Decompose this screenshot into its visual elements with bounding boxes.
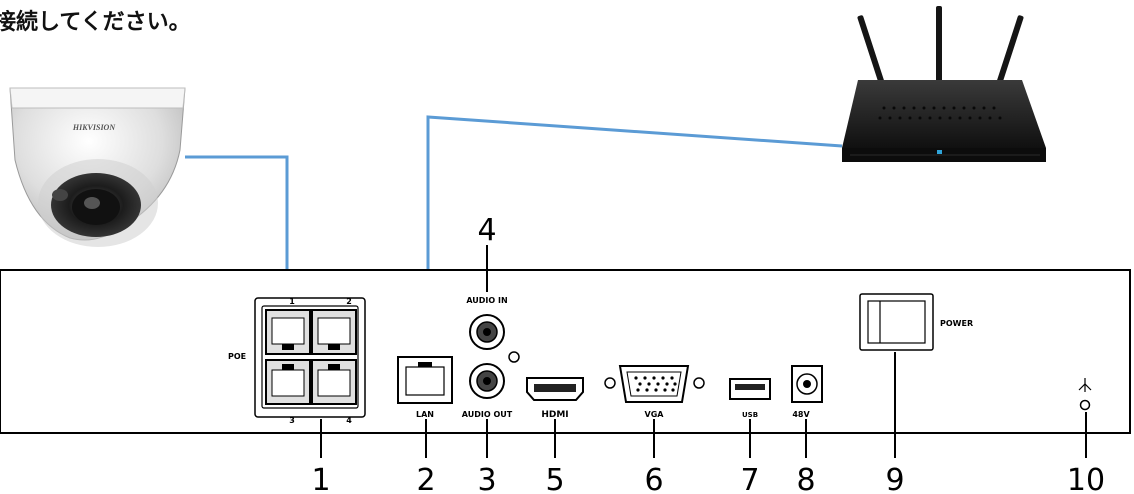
ethernet-port-icon <box>397 356 453 404</box>
callout-10: 10 <box>1067 463 1105 494</box>
power-switch-icon <box>859 293 934 351</box>
ethernet-port-icon <box>311 309 357 355</box>
hdmi-port: HDMI <box>526 377 584 420</box>
audio-jack-icon <box>469 314 505 350</box>
nvr-rear-panel: 1 2 3 4 POE LAN AUDIO IN <box>0 269 1131 434</box>
vga-label: VGA <box>645 410 665 419</box>
ethernet-port-icon <box>265 359 311 405</box>
router-icon <box>842 6 1046 162</box>
vga-port: VGA <box>604 365 705 419</box>
poe-port-number-4: 4 <box>346 416 352 425</box>
audio-ports: AUDIO IN AUDIO OUT <box>462 296 520 419</box>
poe-port-number-1: 1 <box>289 297 295 306</box>
lan-label: LAN <box>416 410 434 419</box>
poe-label: POE <box>228 352 246 361</box>
dc-label: 48V <box>792 410 810 419</box>
dc-port: 48V <box>791 365 823 419</box>
ethernet-port-icon <box>265 309 311 355</box>
power-label: POWER <box>940 319 973 328</box>
dome-camera-icon: HIKVISION <box>9 87 186 247</box>
power-switch: POWER <box>859 293 973 351</box>
audio-out-label: AUDIO OUT <box>462 410 513 419</box>
usb-port: USB <box>729 378 771 419</box>
hdmi-port-icon <box>526 377 584 401</box>
poe-ports: 1 2 3 4 POE <box>228 297 366 425</box>
callout-7: 7 <box>740 463 759 494</box>
callout-3: 3 <box>477 463 496 494</box>
lan-port: LAN <box>397 356 453 419</box>
poe-port-number-3: 3 <box>289 416 295 425</box>
camera-brand: HIKVISION <box>72 123 116 132</box>
ethernet-port-icon <box>311 359 357 405</box>
usb-port-icon <box>729 378 771 400</box>
ground-icon <box>1078 378 1092 411</box>
audio-jack-icon <box>469 363 505 399</box>
vga-port-icon <box>618 365 690 403</box>
callout-lines <box>320 245 1087 458</box>
usb-label: USB <box>742 411 758 419</box>
callout-6: 6 <box>644 463 663 494</box>
audio-in-label: AUDIO IN <box>466 296 507 305</box>
hdmi-label: HDMI <box>541 410 568 420</box>
router-led <box>937 150 942 154</box>
dc-jack-icon <box>791 365 823 403</box>
callout-5: 5 <box>545 463 564 494</box>
callout-2: 2 <box>416 463 435 494</box>
poe-port-number-2: 2 <box>346 297 352 306</box>
callout-9: 9 <box>885 463 904 494</box>
callout-8: 8 <box>796 463 815 494</box>
callout-4: 4 <box>477 213 496 248</box>
instruction-text: 接続してください。 <box>0 10 191 35</box>
callout-1: 1 <box>311 463 330 494</box>
